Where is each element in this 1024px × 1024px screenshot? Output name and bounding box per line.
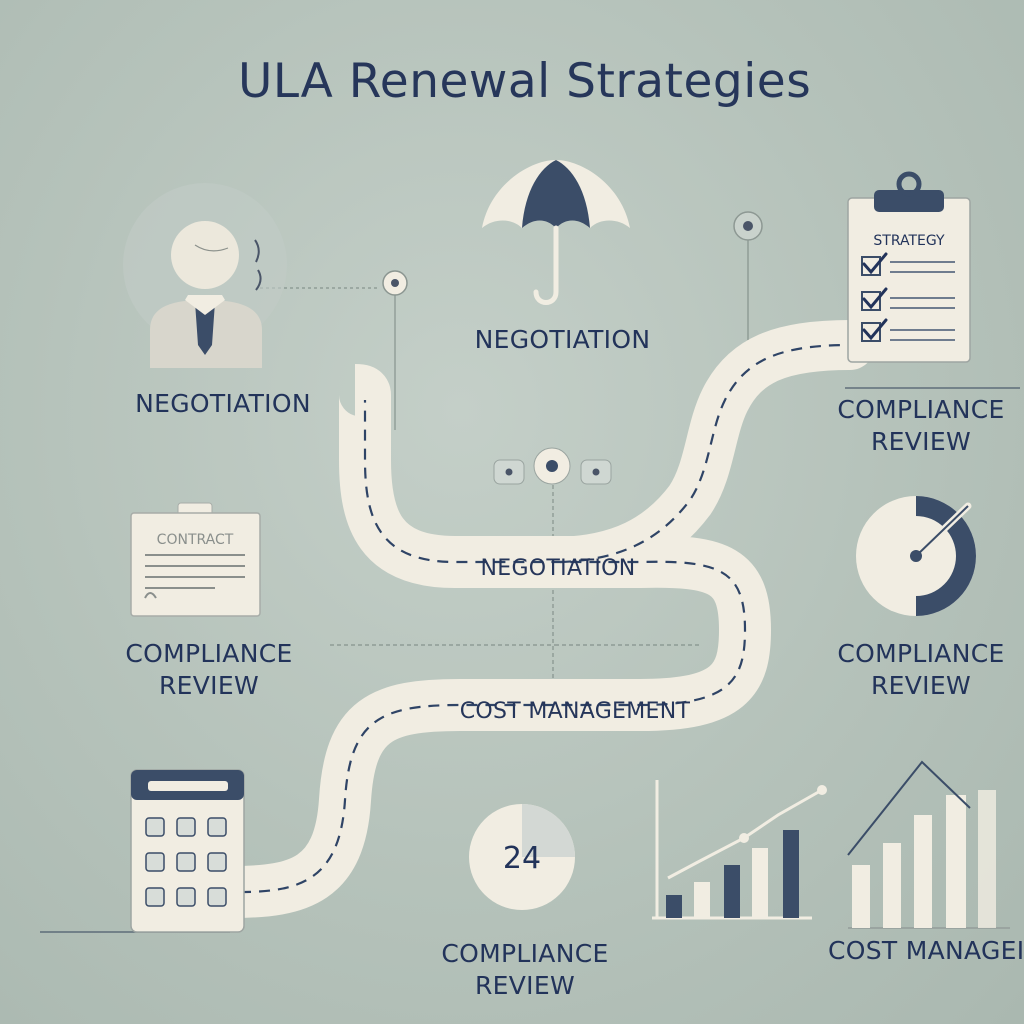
page-title: ULA Renewal Strategies — [238, 54, 812, 109]
label-compliance-review-bottom: COMPLIANCE REVIEW — [441, 939, 609, 1000]
road-center-dashes — [239, 343, 851, 894]
label-compliance-review-right: COMPLIANCE REVIEW — [837, 639, 1005, 700]
calculator-icon — [130, 769, 245, 933]
label-negotiation-road: NEGOTIATION — [480, 556, 636, 581]
pie-gauge-icon — [856, 496, 976, 616]
label-negotiation-top: NEGOTIATION — [474, 325, 651, 354]
label-compliance-review-left: COMPLIANCE REVIEW — [125, 639, 293, 700]
timer-number: 24 — [503, 841, 541, 876]
label-negotiation-left: NEGOTIATION — [135, 389, 311, 418]
location-pins — [382, 211, 763, 485]
clipboard-checklist-icon: STRATEGY — [847, 171, 971, 363]
bar-chart-icon — [847, 760, 1010, 929]
timer-icon: 24 — [469, 804, 575, 910]
label-cost-management-road: COST MANAGEMENT — [459, 699, 691, 724]
winding-road — [231, 320, 875, 918]
label-cost-management-bottom-right: COST MANAGEI — [828, 936, 1024, 965]
bar-chart-icon — [652, 780, 827, 920]
person-icon — [123, 183, 287, 368]
umbrella-icon — [482, 160, 630, 305]
label-compliance-review-top-right: COMPLIANCE REVIEW — [837, 395, 1005, 456]
clipboard-heading: STRATEGY — [873, 233, 945, 249]
contract-document-icon: CONTRACT — [130, 502, 261, 617]
contract-heading: CONTRACT — [157, 532, 234, 548]
